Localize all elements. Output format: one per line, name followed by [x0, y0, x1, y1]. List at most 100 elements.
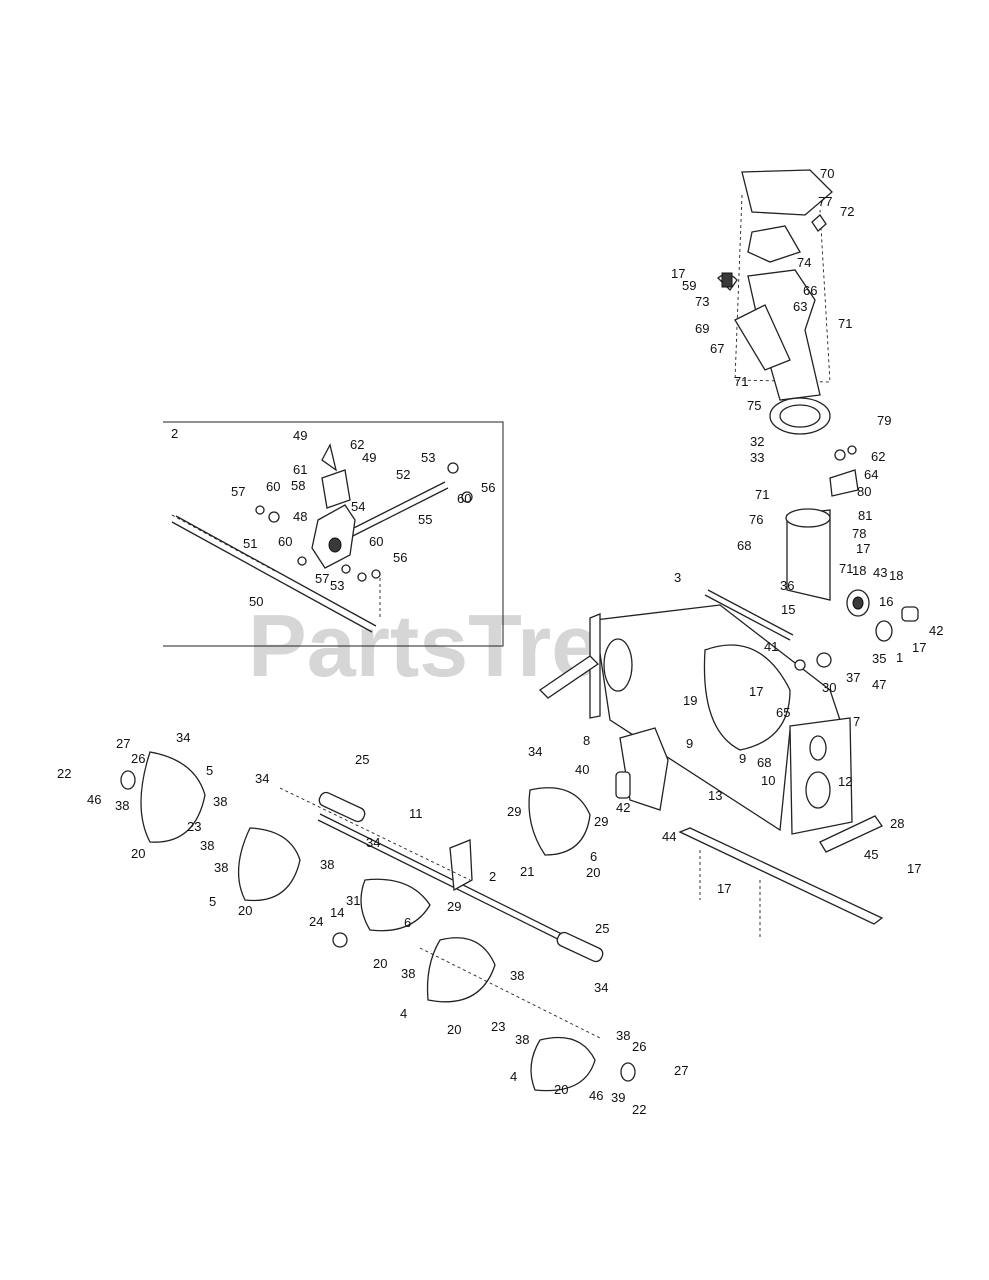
- callout-69: 69: [695, 321, 709, 336]
- callout-44: 44: [662, 829, 676, 844]
- callout-34: 34: [176, 730, 190, 745]
- callout-38: 38: [320, 857, 334, 872]
- callout-22: 22: [57, 766, 71, 781]
- callout-49: 49: [293, 428, 307, 443]
- callout-37: 37: [846, 670, 860, 685]
- callout-71: 71: [755, 487, 769, 502]
- callout-51: 51: [243, 536, 257, 551]
- callout-20: 20: [554, 1082, 568, 1097]
- chute-assembly: [717, 169, 859, 601]
- callout-29: 29: [507, 804, 521, 819]
- callout-80: 80: [857, 484, 871, 499]
- callout-71: 71: [734, 374, 748, 389]
- callout-23: 23: [187, 819, 201, 834]
- callout-46: 46: [589, 1088, 603, 1103]
- callout-67: 67: [710, 341, 724, 356]
- callout-60: 60: [266, 479, 280, 494]
- callout-20: 20: [131, 846, 145, 861]
- callout-28: 28: [890, 816, 904, 831]
- callout-34: 34: [594, 980, 608, 995]
- callout-45: 45: [864, 847, 878, 862]
- callout-34: 34: [255, 771, 269, 786]
- callout-35: 35: [872, 651, 886, 666]
- callout-20: 20: [238, 903, 252, 918]
- callout-36: 36: [780, 578, 794, 593]
- callout-27: 27: [674, 1063, 688, 1078]
- callout-7: 7: [853, 714, 860, 729]
- callout-1: 1: [896, 650, 903, 665]
- callout-2: 2: [489, 869, 496, 884]
- callout-10: 10: [761, 773, 775, 788]
- callout-17: 17: [907, 861, 921, 876]
- callout-43: 43: [873, 565, 887, 580]
- callout-71: 71: [839, 561, 853, 576]
- callout-62: 62: [871, 449, 885, 464]
- callout-34: 34: [528, 744, 542, 759]
- callout-56: 56: [481, 480, 495, 495]
- callout-71: 71: [838, 316, 852, 331]
- callout-21: 21: [520, 864, 534, 879]
- callout-62: 62: [350, 437, 364, 452]
- callout-75: 75: [747, 398, 761, 413]
- callout-26: 26: [632, 1039, 646, 1054]
- callout-6: 6: [404, 915, 411, 930]
- callout-49: 49: [362, 450, 376, 465]
- callout-26: 26: [131, 751, 145, 766]
- callout-77: 77: [818, 194, 832, 209]
- callout-55: 55: [418, 512, 432, 527]
- callout-3: 3: [674, 570, 681, 585]
- callout-20: 20: [373, 956, 387, 971]
- callout-79: 79: [877, 413, 891, 428]
- callout-17: 17: [717, 881, 731, 896]
- callout-78: 78: [852, 526, 866, 541]
- callout-17: 17: [912, 640, 926, 655]
- callout-38: 38: [213, 794, 227, 809]
- callout-59: 59: [682, 278, 696, 293]
- callout-52: 52: [396, 467, 410, 482]
- callout-23: 23: [491, 1019, 505, 1034]
- callout-60: 60: [278, 534, 292, 549]
- callout-50: 50: [249, 594, 263, 609]
- callout-22: 22: [632, 1102, 646, 1117]
- callout-39: 39: [611, 1090, 625, 1105]
- callout-38: 38: [515, 1032, 529, 1047]
- callout-11: 11: [409, 806, 423, 821]
- callout-63: 63: [793, 299, 807, 314]
- callout-33: 33: [750, 450, 764, 465]
- inset-label: 2: [171, 426, 178, 441]
- callout-47: 47: [872, 677, 886, 692]
- callout-46: 46: [87, 792, 101, 807]
- callout-15: 15: [781, 602, 795, 617]
- callout-9: 9: [686, 736, 693, 751]
- callout-29: 29: [447, 899, 461, 914]
- callout-17: 17: [749, 684, 763, 699]
- callout-53: 53: [330, 578, 344, 593]
- callout-19: 19: [683, 693, 697, 708]
- callout-68: 68: [737, 538, 751, 553]
- callout-38: 38: [616, 1028, 630, 1043]
- callout-8: 8: [583, 733, 590, 748]
- auger-housing: [538, 589, 919, 940]
- callout-60: 60: [457, 491, 471, 506]
- callout-4: 4: [510, 1069, 517, 1084]
- callout-24: 24: [309, 914, 323, 929]
- callout-5: 5: [209, 894, 216, 909]
- callout-38: 38: [115, 798, 129, 813]
- callout-42: 42: [616, 800, 630, 815]
- callout-56: 56: [393, 550, 407, 565]
- callout-60: 60: [369, 534, 383, 549]
- callout-61: 61: [293, 462, 307, 477]
- callout-18: 18: [889, 568, 903, 583]
- callout-18: 18: [852, 563, 866, 578]
- callout-6: 6: [590, 849, 597, 864]
- callout-65: 65: [776, 705, 790, 720]
- callout-72: 72: [840, 204, 854, 219]
- callout-5: 5: [206, 763, 213, 778]
- callout-20: 20: [447, 1022, 461, 1037]
- callout-76: 76: [749, 512, 763, 527]
- callout-30: 30: [822, 680, 836, 695]
- callout-41: 41: [764, 639, 778, 654]
- callout-25: 25: [595, 921, 609, 936]
